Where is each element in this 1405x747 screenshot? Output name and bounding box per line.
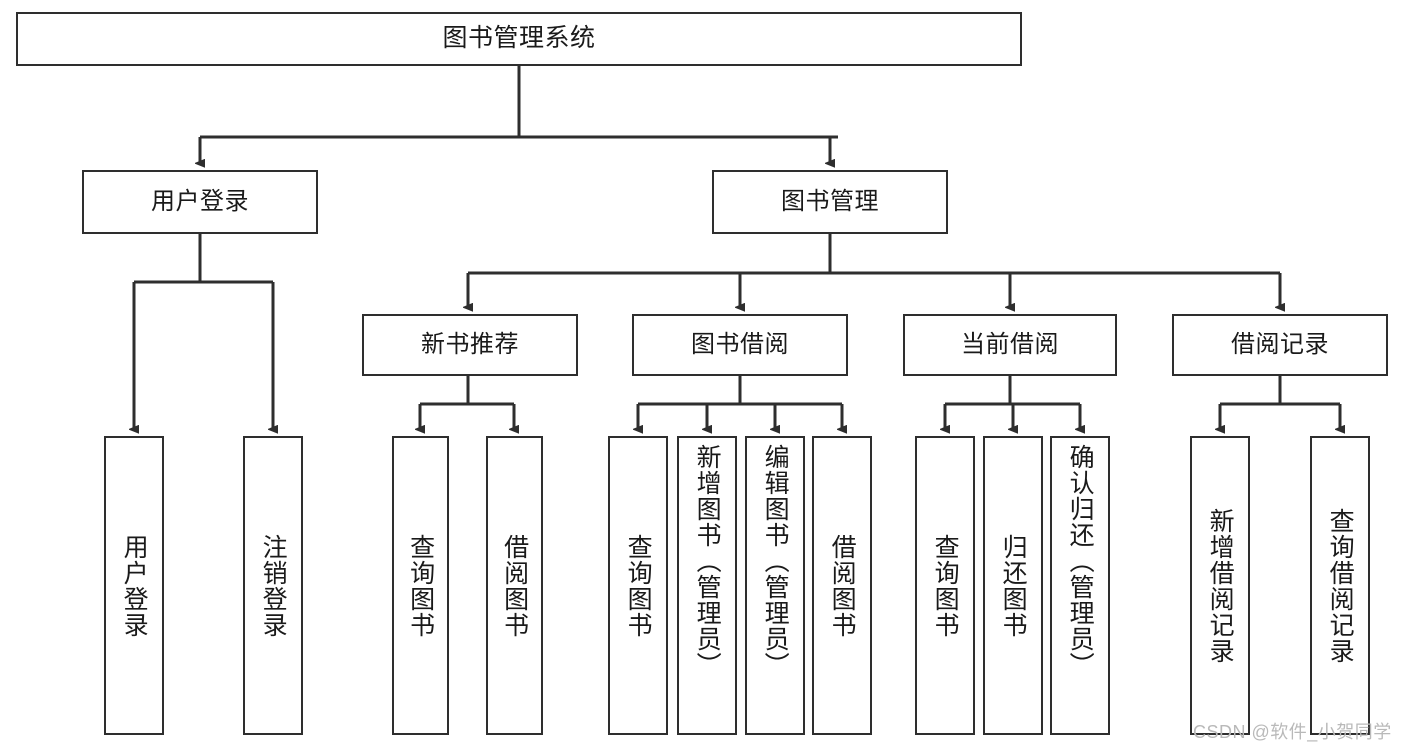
node-label: 注销登录 [259, 533, 288, 638]
node-new-book-recommend[interactable]: 新书推荐 [362, 314, 578, 376]
leaf-user-logout[interactable]: 注销登录 [243, 436, 303, 735]
node-label: 查询借阅记录 [1326, 507, 1355, 664]
leaf-lend-book[interactable]: 借阅图书 [812, 436, 872, 735]
node-label: 图书管理系统 [442, 24, 596, 53]
leaf-query-book-new[interactable]: 查询图书 [392, 436, 449, 735]
leaf-user-login[interactable]: 用户登录 [104, 436, 164, 735]
leaf-add-borrow-record[interactable]: 新增借阅记录 [1190, 436, 1250, 735]
node-label: 查询图书 [624, 533, 653, 638]
node-book-borrow[interactable]: 图书借阅 [632, 314, 848, 376]
node-label: 图书借阅 [691, 330, 789, 358]
leaf-confirm-return-admin[interactable]: 确认归还（管理员） [1050, 436, 1110, 735]
node-label: 用户登录 [151, 187, 249, 215]
node-label: 查询图书 [931, 533, 960, 638]
node-current-borrow[interactable]: 当前借阅 [903, 314, 1117, 376]
leaf-query-book-current[interactable]: 查询图书 [915, 436, 975, 735]
node-label: 用户登录 [120, 533, 149, 638]
leaf-query-book-borrow[interactable]: 查询图书 [608, 436, 668, 735]
node-label: 新书推荐 [421, 330, 519, 358]
node-label: 借阅图书 [828, 533, 857, 638]
node-label: 当前借阅 [961, 330, 1059, 358]
node-label: 编辑图书（管理员） [761, 444, 790, 678]
leaf-edit-book-admin[interactable]: 编辑图书（管理员） [745, 436, 805, 735]
node-root-system[interactable]: 图书管理系统 [16, 12, 1022, 66]
node-label: 新增借阅记录 [1206, 507, 1235, 664]
node-label: 确认归还（管理员） [1066, 444, 1095, 678]
node-label: 归还图书 [999, 533, 1028, 638]
node-borrow-records[interactable]: 借阅记录 [1172, 314, 1388, 376]
node-label: 借阅图书 [500, 533, 529, 638]
node-label: 查询图书 [406, 533, 435, 638]
leaf-add-book-admin[interactable]: 新增图书（管理员） [677, 436, 737, 735]
watermark: CSDN @软件_小贺同学 [1193, 722, 1392, 742]
leaf-query-borrow-record[interactable]: 查询借阅记录 [1310, 436, 1370, 735]
node-label: 新增图书（管理员） [693, 444, 722, 678]
leaf-return-book[interactable]: 归还图书 [983, 436, 1043, 735]
node-book-management[interactable]: 图书管理 [712, 170, 948, 234]
leaf-borrow-book-new[interactable]: 借阅图书 [486, 436, 543, 735]
node-label: 借阅记录 [1231, 330, 1329, 358]
node-user-login[interactable]: 用户登录 [82, 170, 318, 234]
node-label: 图书管理 [781, 187, 879, 215]
